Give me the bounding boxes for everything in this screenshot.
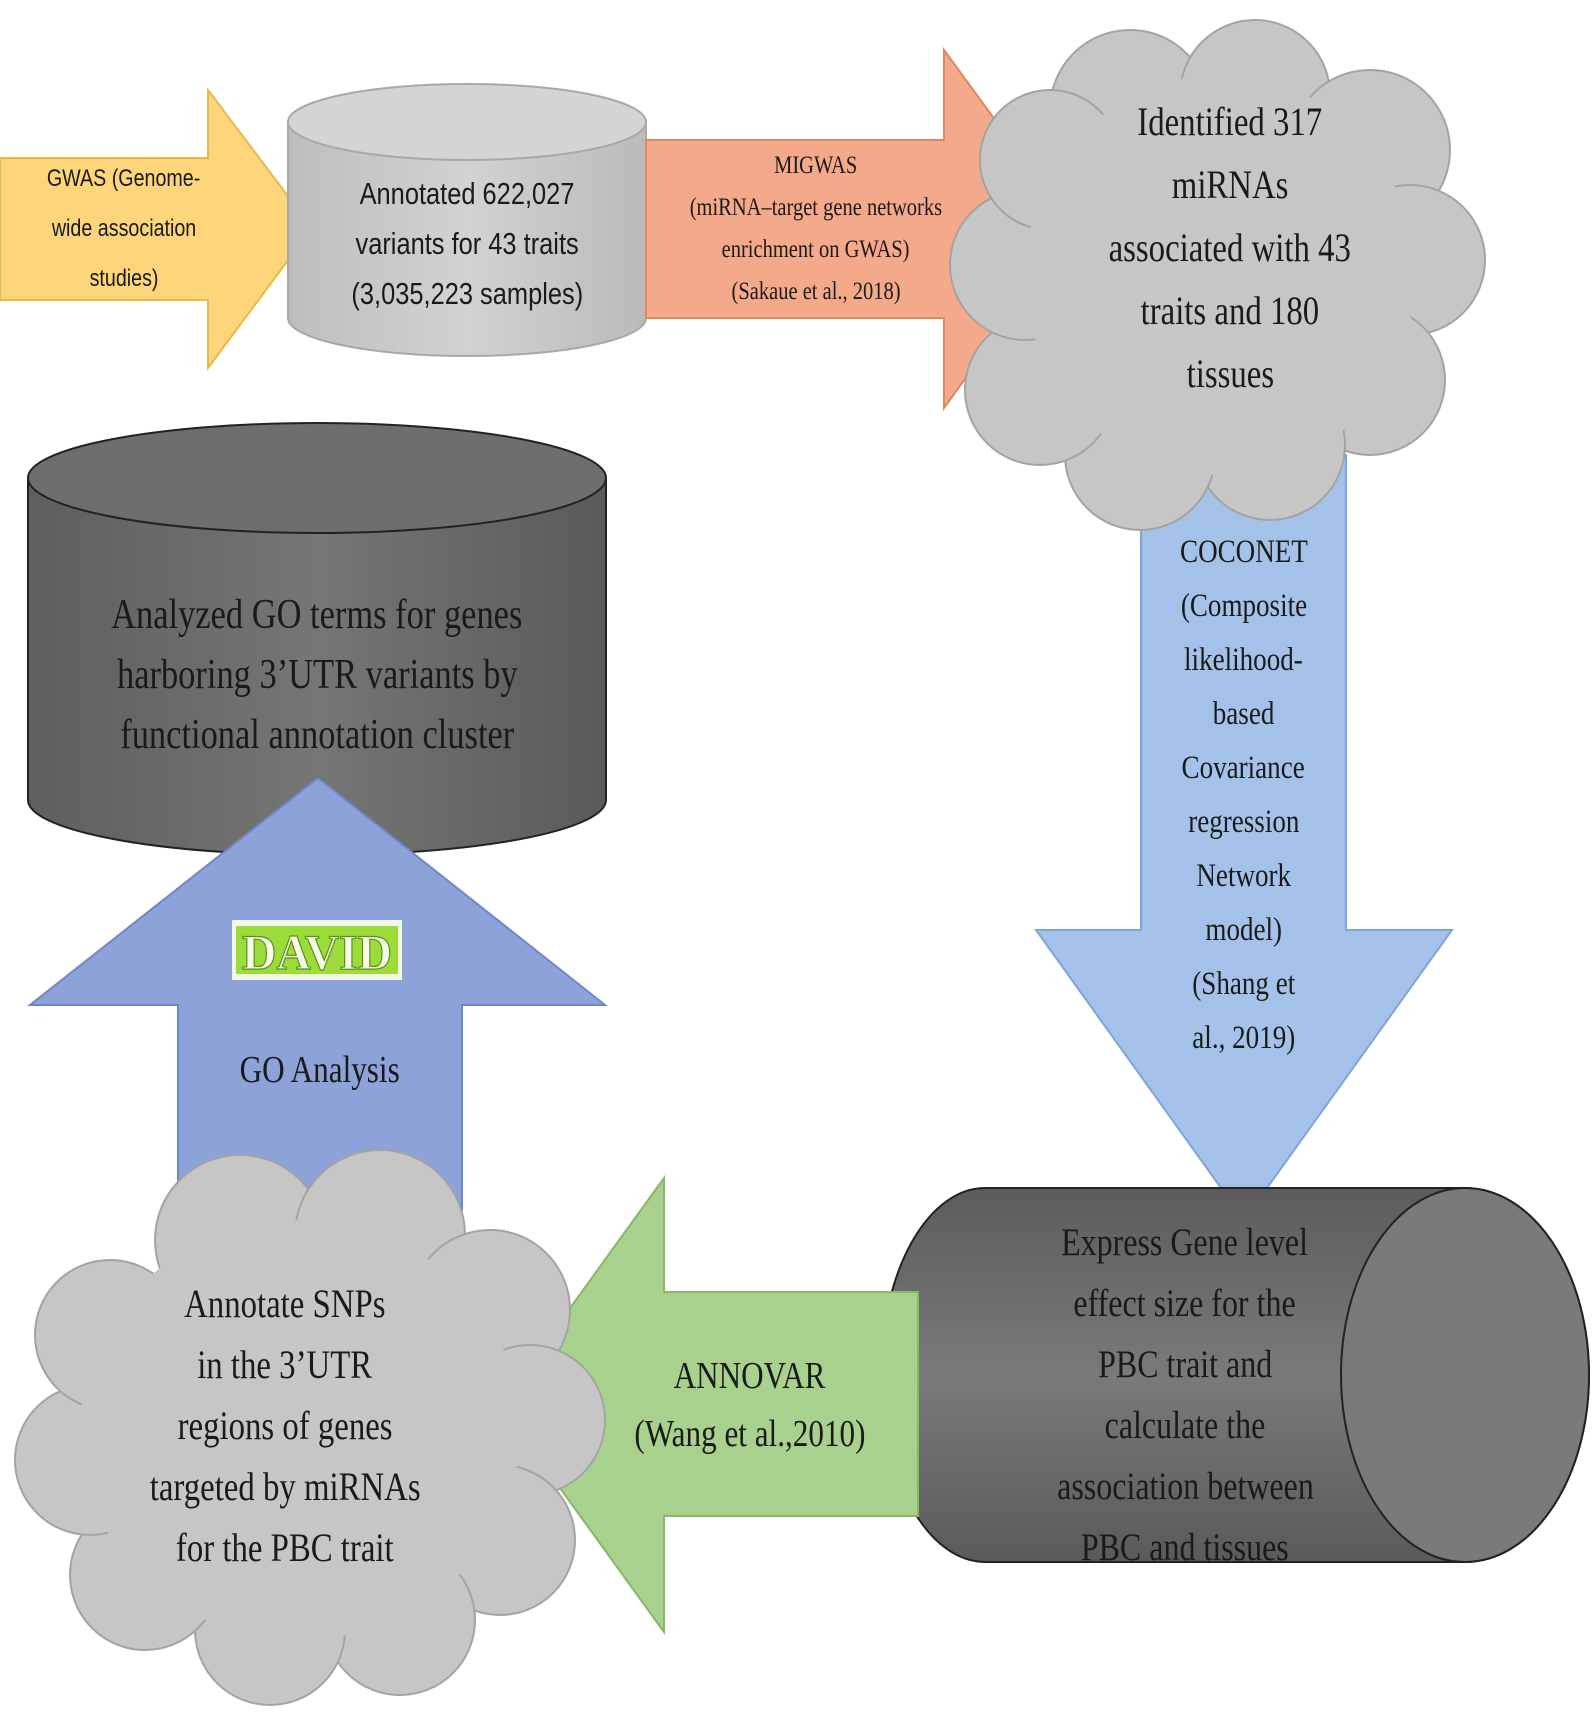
identified-mirnas-label: Identified 317 miRNAs associated with 43…: [1108, 99, 1352, 396]
identified-mirnas-cloud: [949, 19, 1486, 531]
go-analysis-arrow: [27, 776, 608, 1211]
annotate-snps-label: Annotate SNPs in the 3’UTR regions of ge…: [149, 1280, 421, 1570]
analyzed-go-label: Analyzed GO terms for genes harboring 3’…: [111, 592, 523, 758]
annovar-arrow: [498, 1174, 919, 1636]
coconet-label: COCONET (Composite likelihood- based Cov…: [1179, 534, 1308, 1056]
gwas-label: GWAS (Genome- wide association studies): [47, 165, 201, 292]
go-analysis-label: GO Analysis: [239, 1049, 401, 1091]
annotate-snps-cloud: [14, 1149, 606, 1706]
annotated-variants-label: Annotated 622,027 variants for 43 traits…: [351, 176, 583, 311]
express-gene-cylinder: [880, 1187, 1590, 1563]
analyzed-go-cylinder: [27, 422, 607, 856]
express-gene-label: Express Gene level effect size for the P…: [1056, 1221, 1314, 1569]
coconet-arrow: [1034, 454, 1454, 1222]
migwas-label: MIGWAS (miRNA–target gene networks enric…: [689, 152, 943, 305]
david-logo-text: DAVID: [242, 924, 392, 980]
annovar-label: ANNOVAR (Wang et al.,2010): [634, 1355, 866, 1455]
david-logo: DAVID: [232, 920, 402, 981]
annotated-variants-cylinder: [287, 83, 647, 357]
gwas-arrow: [0, 87, 314, 372]
